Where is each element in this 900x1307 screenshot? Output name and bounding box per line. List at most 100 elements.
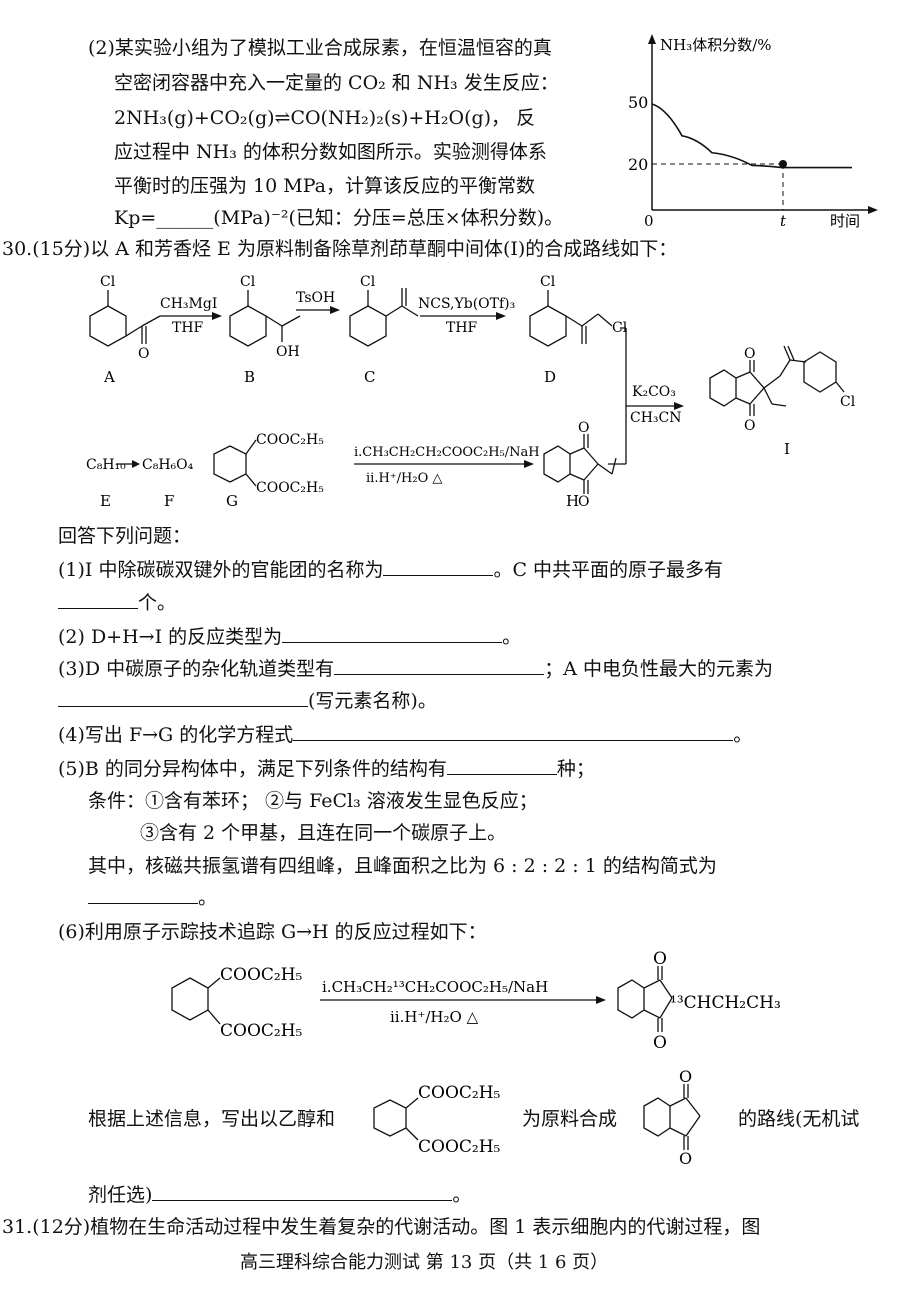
y-tick-label: 20 [628, 155, 648, 174]
page-footer: 高三理科综合能力测试 第 13 页（共 1 6 页） [240, 1252, 609, 1273]
reagent-di-top: K₂CO₃ [632, 384, 676, 400]
tracer-reagent-top: i.CH₃CH₂¹³CH₂COOC₂H₅/NaH [322, 978, 548, 996]
y-tick-label: 50 [628, 93, 648, 112]
q30-6-text-d: 剂任选) [88, 1184, 153, 1206]
reagent-cd-bottom: THF [446, 320, 478, 336]
q30-5: (5)B 的同分异构体中，满足下列条件的结构有种； [58, 756, 595, 782]
cl-atom: Cl [612, 320, 628, 336]
q30-6-text-a: 根据上述信息，写出以乙醇和 [88, 1108, 336, 1130]
q30-1-text-b: 。C 中共平面的原子最多有 [493, 559, 724, 581]
q30-3-text-b: ；A 中电负性最大的元素为 [544, 658, 773, 680]
q30-2-text: (2) D+H→I 的反应类型为 [58, 626, 283, 648]
answer-blank[interactable] [293, 722, 734, 741]
q30-4: (4)写出 F→G 的化学方程式 。 [58, 722, 752, 748]
answer-blank[interactable] [282, 624, 503, 643]
answer-blank[interactable] [383, 557, 494, 576]
answer-blank[interactable] [446, 756, 557, 775]
compound-b-structure [229, 290, 301, 347]
q30-3: (3)D 中碳原子的杂化轨道类型有 ；A 中电负性最大的元素为 [58, 656, 773, 682]
formula-g-bottom: COOC₂H₅ [220, 1021, 303, 1041]
q30-4-text: (4)写出 F→G 的化学方程式 [58, 724, 294, 746]
cl-atom: Cl [840, 394, 856, 410]
answer-intro: 回答下列问题： [58, 525, 192, 547]
q29-line: (2)某实验小组为了模拟工业合成尿素，在恒温恒容的真 [88, 37, 552, 59]
q29-line: 应过程中 NH₃ 的体积分数如图所示。实验测得体系 [114, 141, 547, 163]
answer-blank[interactable] [58, 688, 308, 707]
label-e: E [100, 492, 111, 510]
reagent-bc-top: TsOH [296, 290, 335, 306]
answer-blank[interactable] [334, 656, 545, 675]
o-atom: O [653, 949, 667, 969]
q30-5-text-e: 。 [198, 887, 218, 909]
q30-5-cont: 。 [88, 885, 217, 911]
x-axis-label: 时间 [830, 212, 860, 228]
y-axis-arrow-icon [648, 34, 656, 44]
oh-group: OH [276, 344, 300, 360]
reagent-ab-top: CH₃MgI [160, 296, 217, 312]
compound-g-structure [213, 439, 257, 487]
formula-f: C₈H₆O₄ [142, 457, 194, 473]
label-i: I [784, 440, 790, 458]
label-b: B [244, 368, 255, 386]
q31-text: 31.(12分)植物在生命活动过程中发生着复杂的代谢活动。图 1 表示细胞内的代… [2, 1216, 761, 1238]
tracer-product-chain: ¹³CHCH₂CH₃ [670, 993, 781, 1013]
formula-e: C₈H₁₀ [86, 457, 126, 473]
compound-i-structure [709, 345, 845, 416]
diethyl-phthalate-structure: COOC₂H₅ COOC₂H₅ [373, 1083, 501, 1157]
reagent-gh-bottom: ii.H⁺/H₂O △ [366, 471, 442, 486]
label-a: A [103, 368, 115, 386]
series-line [651, 103, 852, 169]
o-atom: O [653, 1033, 667, 1053]
o-atom: O [578, 494, 589, 510]
label-f: F [164, 492, 174, 510]
answer-blank[interactable] [88, 885, 198, 904]
q30-5-text-b: 种； [556, 758, 595, 780]
q30-3-cont: (写元素名称)。 [58, 688, 437, 714]
q30-5-nmr: 其中，核磁共振氢谱有四组峰，且峰面积之比为 6 : 2 : 2 : 1 的结构简… [88, 855, 717, 877]
x-tick-label: 0 [644, 212, 654, 228]
compound-a-structure [89, 290, 161, 347]
q30-6-text-e: 。 [452, 1184, 472, 1206]
answer-blank[interactable] [152, 1182, 453, 1201]
ester-top: COOC₂H₅ [418, 1083, 501, 1103]
label-g: G [226, 492, 238, 510]
q30-6-text-b: 为原料合成 [522, 1108, 618, 1130]
q30-2: (2) D+H→I 的反应类型为。 [58, 624, 521, 650]
q30-6-text-c: 的路线(无机试 [738, 1108, 860, 1130]
benzene-ring [171, 977, 209, 1021]
o-atom: O [744, 346, 755, 362]
formula-g-top: COOC₂H₅ [256, 432, 324, 448]
label-c: C [364, 368, 375, 386]
q30-header: 30.(15分)以 A 和芳香烃 E 为原料制备除草剂茚草酮中间体(Ⅰ)的合成路… [2, 238, 678, 260]
product-ring [617, 979, 645, 1019]
y-axis-label: NH₃体积分数/% [660, 36, 772, 54]
q30-6-end: 剂任选) 。 [88, 1182, 471, 1208]
tracer-reagent-bottom: ii.H⁺/H₂O △ [390, 1008, 479, 1026]
q30-5-cond2: ③含有 2 个甲基，且连在同一个碳原子上。 [140, 822, 507, 844]
answer-blank[interactable] [58, 590, 138, 609]
reagent-ab-bottom: THF [172, 320, 204, 336]
q30-1-text: (1)I 中除碳碳双键外的官能团的名称为 [58, 559, 384, 581]
q30-1: (1)I 中除碳碳双键外的官能团的名称为 。C 中共平面的原子最多有 [58, 557, 723, 583]
o-atom: O [679, 1149, 692, 1166]
indanedione-structure: O O [643, 1067, 701, 1166]
x-axis-arrow-icon [868, 206, 878, 214]
nh3-chart: NH₃体积分数/% 时间 50 20 0 t [628, 34, 878, 228]
q30-1-cont: 个。 [58, 590, 176, 616]
ester-bottom: COOC₂H₅ [418, 1137, 501, 1157]
q30-1-text-c: 个。 [138, 592, 177, 614]
cl-atom: Cl [240, 274, 256, 290]
reagent-cd-top: NCS,Yb(OTf)₃ [418, 296, 515, 312]
q30-3-text: (3)D 中碳原子的杂化轨道类型有 [58, 658, 335, 680]
o-atom: O [578, 420, 589, 436]
cl-atom: Cl [540, 274, 556, 290]
synthesis-route: Cl O Cl OH Cl Cl Cl O O Cl O O CH₃MgI TH… [86, 274, 856, 510]
compound-c-structure [349, 288, 419, 347]
tracer-reaction: COOC₂H₅ COOC₂H₅ i.CH₃CH₂¹³CH₂COOC₂H₅/NaH… [171, 949, 781, 1053]
q29-line: 2NH₃(g)+CO₂(g)⇌CO(NH₂)₂(s)+H₂O(g)， 反 [114, 107, 536, 129]
o-atom: O [138, 346, 149, 362]
formula-g-bottom: COOC₂H₅ [256, 480, 324, 496]
reagent-di-bottom: CH₃CN [630, 410, 682, 426]
q30-4-text-b: 。 [733, 724, 753, 746]
o-atom: O [744, 418, 755, 434]
